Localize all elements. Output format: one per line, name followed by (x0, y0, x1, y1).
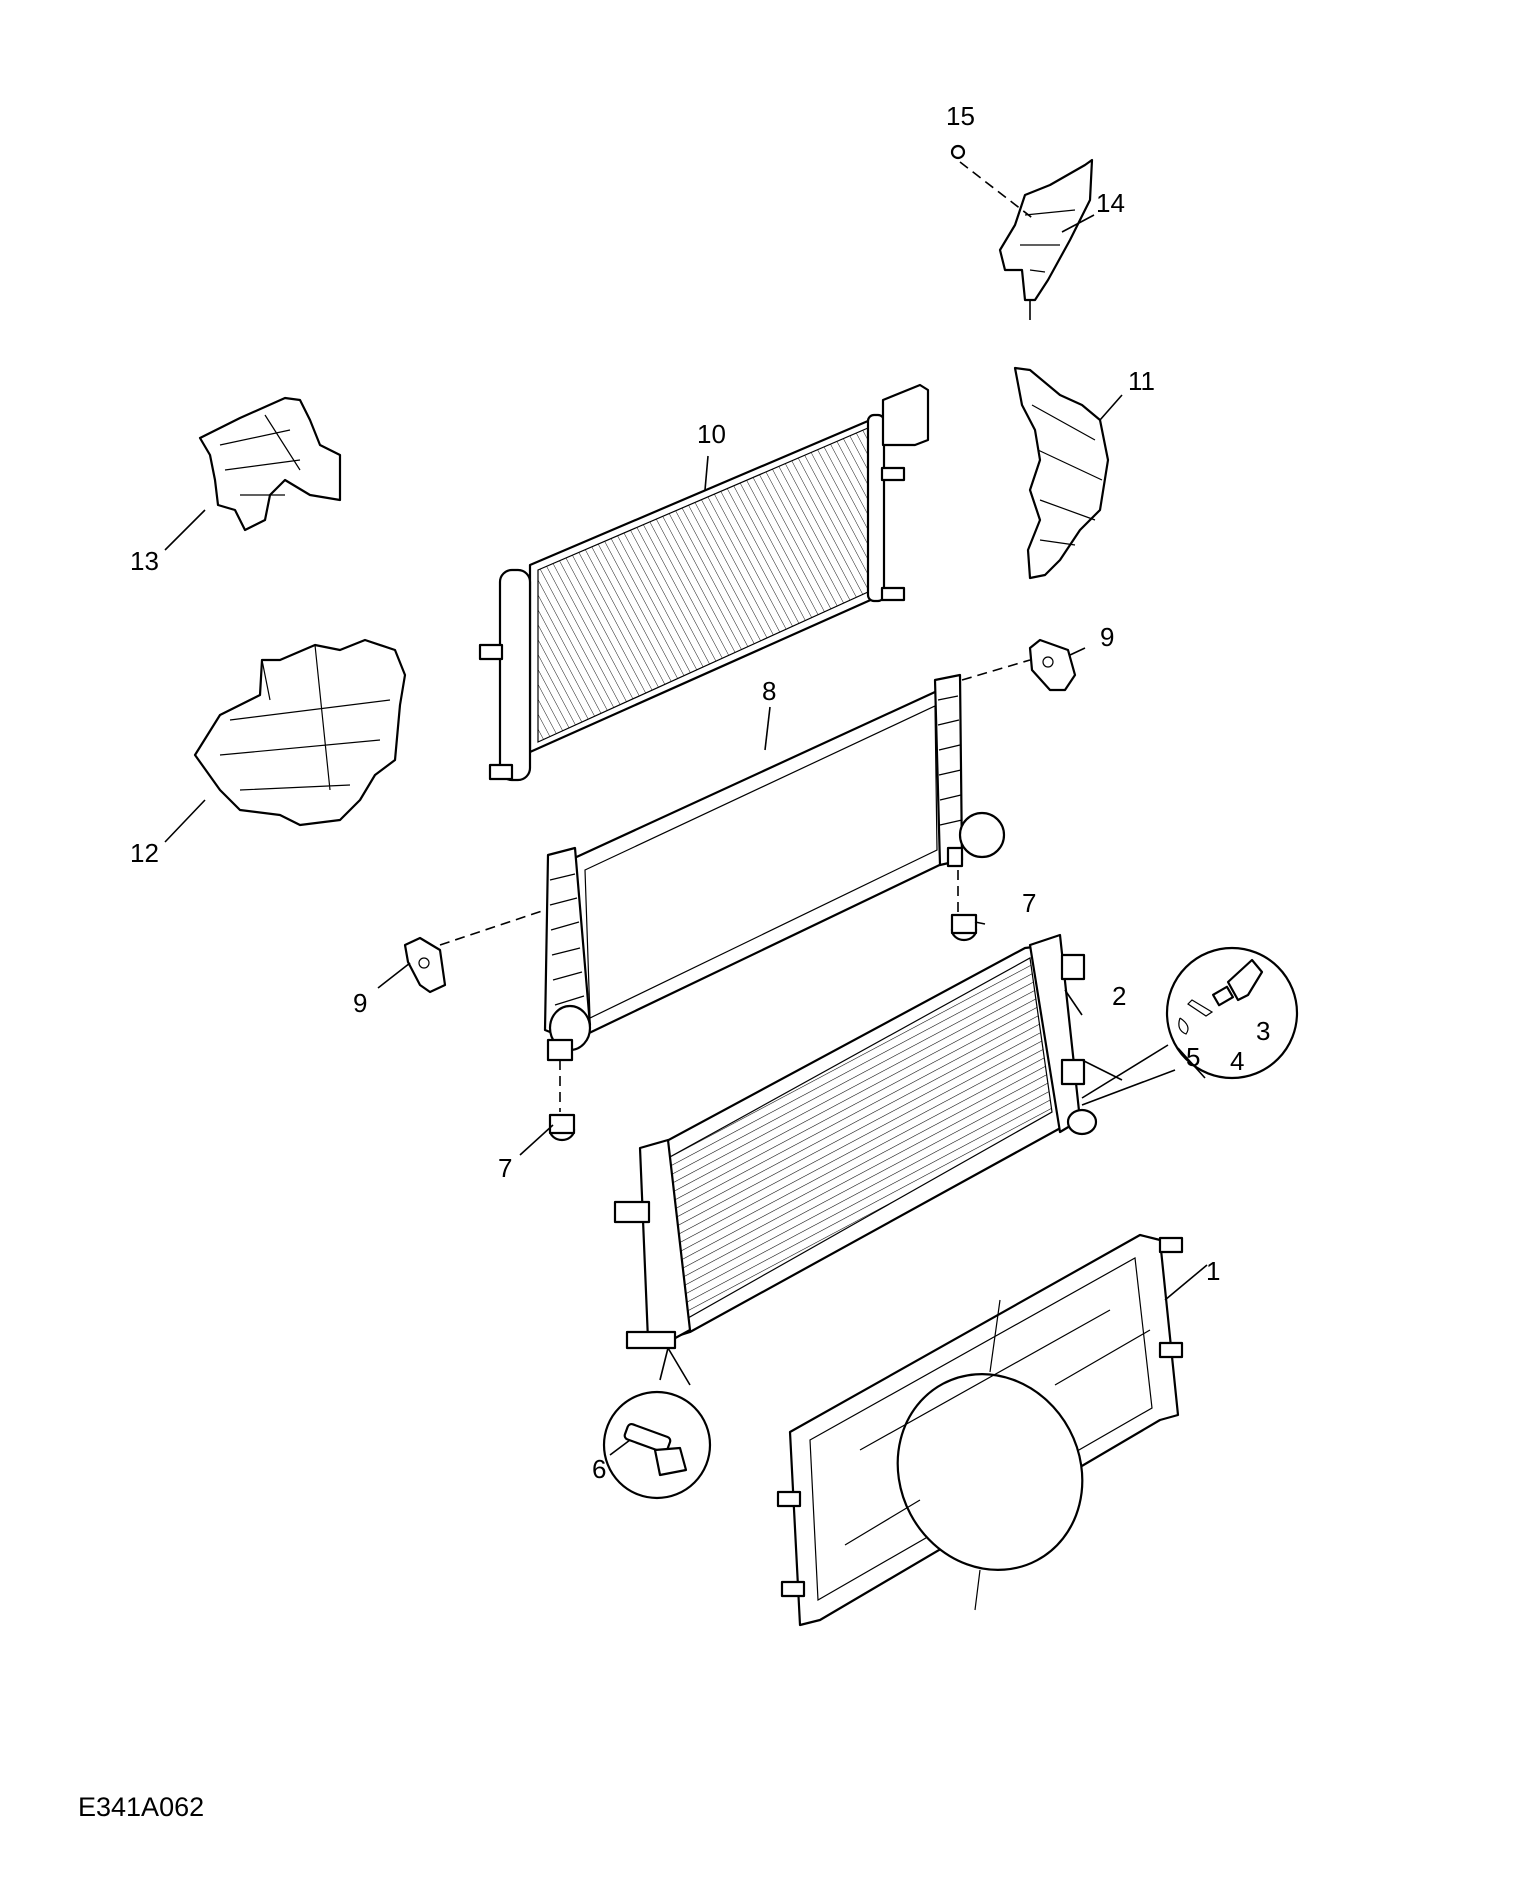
callout-8: 8 (762, 676, 776, 706)
callout-3: 3 (1256, 1016, 1270, 1046)
mount-bracket-right (1028, 638, 1077, 692)
left-lower-deflector (193, 638, 407, 827)
callout-12: 14 (1096, 188, 1125, 218)
callout-6: 6 (592, 1454, 606, 1484)
fan-shroud (776, 1233, 1184, 1627)
detail-circle-switch (602, 1390, 712, 1500)
callout-4: 4 (1230, 1046, 1244, 1076)
callout-13: 12 (130, 838, 159, 868)
callout-7-lower: 7 (498, 1153, 512, 1183)
condenser (478, 383, 930, 782)
mount-bracket-left (403, 936, 447, 994)
callout-15: 15 (946, 101, 975, 131)
callout-2: 2 (1112, 981, 1126, 1011)
clip-15 (950, 144, 966, 160)
callout-1: 1 (1206, 1256, 1220, 1286)
callout-5: 5 (1186, 1042, 1200, 1072)
callout-14: 13 (130, 546, 159, 576)
radiator (613, 933, 1098, 1386)
isolator-lower (548, 1113, 576, 1142)
leader-lines (164, 161, 1208, 1456)
detail-circle-sensor (1081, 946, 1299, 1106)
upper-bracket (998, 158, 1094, 320)
left-upper-deflector (198, 396, 342, 532)
callout-9-right: 9 (1100, 622, 1114, 652)
intercooler (543, 673, 1006, 1062)
callout-numbers: 15 14 11 10 13 9 8 12 7 9 2 3 5 4 7 1 6 (130, 101, 1270, 1484)
callout-7-upper: 7 (1022, 888, 1036, 918)
right-air-deflector (1013, 366, 1110, 580)
callout-9-left: 9 (353, 988, 367, 1018)
isolator-upper (950, 913, 978, 942)
callout-11: 11 (1128, 366, 1155, 396)
callout-10: 10 (697, 419, 726, 449)
figure-code: E341A062 (78, 1792, 205, 1822)
